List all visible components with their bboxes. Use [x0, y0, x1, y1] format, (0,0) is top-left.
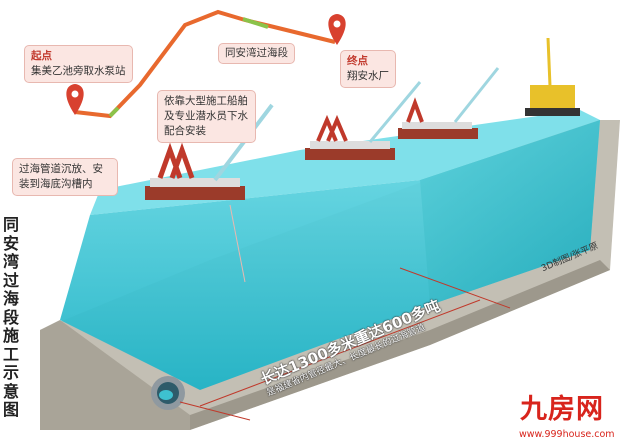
end-label: 终点	[347, 55, 368, 67]
ships-callout: 依靠大型施工船舶及专业潜水员下水配合安装	[157, 90, 256, 143]
ship-3-icon	[398, 67, 500, 139]
end-location: 翔安水厂	[347, 70, 389, 82]
ships-text: 依靠大型施工船舶及专业潜水员下水配合安装	[164, 95, 248, 137]
start-location: 集美乙池旁取水泵站	[31, 65, 126, 77]
watermark-logo: 九房网	[520, 394, 604, 425]
pipe-icon	[151, 376, 185, 410]
ship-2-icon	[305, 81, 422, 160]
watermark-url: www.999house.com	[519, 429, 615, 440]
end-callout: 终点 翔安水厂	[340, 50, 396, 88]
pipe-callout: 过海管道沉放、安装到海底沟槽内	[12, 158, 118, 196]
end-pin-icon	[328, 14, 346, 45]
diagram-title: 同安湾过海段施工示意图	[3, 215, 20, 419]
start-pin-icon	[66, 84, 84, 115]
pipe-text: 过海管道沉放、安装到海底沟槽内	[19, 163, 103, 190]
crane-icon	[525, 37, 580, 116]
segment-callout: 同安湾过海段	[218, 43, 295, 64]
start-label: 起点	[31, 50, 52, 62]
start-callout: 起点 集美乙池旁取水泵站	[24, 45, 133, 83]
segment-label: 同安湾过海段	[225, 47, 288, 59]
